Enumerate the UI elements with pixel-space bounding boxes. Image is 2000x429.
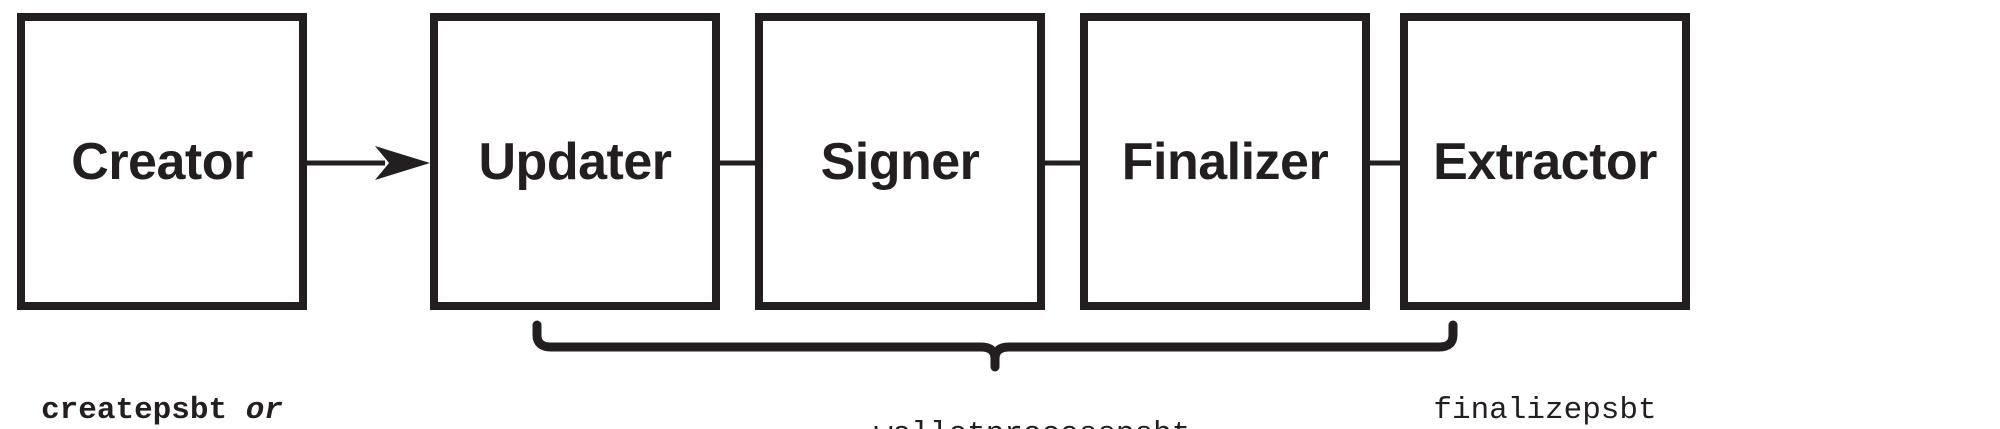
- stage-box-signer[interactable]: Signer: [755, 13, 1045, 310]
- stage-label-creator: Creator: [71, 132, 253, 191]
- caption-extractor-command-finalizepsbt: finalizepsbt: [1433, 393, 1657, 428]
- arrow-creator-to-updater: [307, 146, 430, 180]
- brace-walletprocesspsbt: [532, 320, 1458, 372]
- stage-label-updater: Updater: [478, 132, 672, 191]
- brace-label-text: walletprocesspsbt: [874, 417, 1190, 429]
- caption-creator-conjunction: or: [245, 393, 283, 428]
- stage-label-signer: Signer: [820, 132, 980, 191]
- caption-extractor-line-1: finalizepsbt: [1370, 392, 1720, 429]
- caption-extractor: finalizepsbt: [1370, 316, 1720, 429]
- brace-label-walletprocesspsbt: walletprocesspsbt: [745, 378, 1245, 429]
- caption-creator: createpsbt or converttopsbt: [0, 316, 324, 429]
- stage-box-creator[interactable]: Creator: [17, 13, 307, 310]
- stage-label-finalizer: Finalizer: [1121, 132, 1329, 191]
- stage-box-updater[interactable]: Updater: [430, 13, 720, 310]
- caption-creator-command-createpsbt: createpsbt: [41, 393, 246, 428]
- stage-label-extractor: Extractor: [1433, 132, 1657, 191]
- stage-box-finalizer[interactable]: Finalizer: [1080, 13, 1370, 310]
- caption-creator-line-1: createpsbt or: [0, 392, 324, 429]
- stage-box-extractor[interactable]: Extractor: [1400, 13, 1690, 310]
